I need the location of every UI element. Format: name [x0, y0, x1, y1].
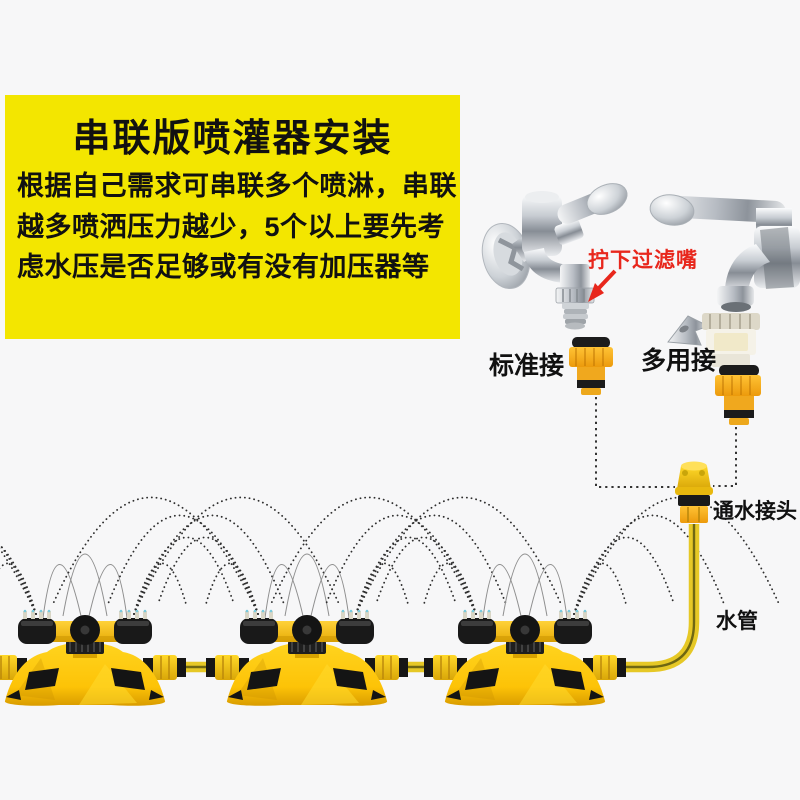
hose-icon: [0, 524, 700, 673]
spray-arcs-icon: [270, 496, 780, 619]
sprinkler-icon: [424, 609, 626, 706]
panel-body-line: 越多喷洒压力越少，5个以上要先考: [17, 211, 446, 242]
panel-title: 串联版喷灌器安装: [72, 118, 393, 160]
filter-note-label: 拧下过滤嘴: [588, 249, 698, 272]
sprinklers: [0, 609, 626, 706]
universal-connector-icon: [667, 313, 760, 367]
sprinkler-icon: [206, 609, 408, 706]
spray-arcs-icon: [0, 496, 340, 619]
info-panel: 串联版喷灌器安装 根据自己需求可串联多个喷淋，串联 越多喷洒压力越少，5个以上要…: [5, 95, 460, 339]
water-pipe-label: 水管: [716, 610, 758, 633]
faucet-standard-icon: [481, 183, 628, 330]
quick-connector-icon: [675, 461, 713, 523]
standard-tap-label: 标准接: [489, 352, 565, 380]
tap-connector-multi-icon: [715, 365, 761, 425]
panel-body-line: 虑水压是否足够或有没有加压器等: [17, 252, 430, 282]
multi-tap-label: 多用接: [641, 347, 717, 375]
tap-connector-standard-icon: [569, 337, 613, 395]
dashed-link-icon: [595, 397, 737, 488]
water-connector-label: 通水接头: [713, 500, 797, 523]
spray-arcs-icon: [52, 496, 562, 619]
faucet-multi-icon: [649, 194, 800, 312]
panel-body-line: 根据自己需求可串联多个喷淋，串联: [17, 171, 457, 201]
spray-arcs-icon: [0, 496, 780, 619]
red-arrow-icon: [588, 269, 617, 302]
sprinkler-icon: [0, 609, 186, 706]
